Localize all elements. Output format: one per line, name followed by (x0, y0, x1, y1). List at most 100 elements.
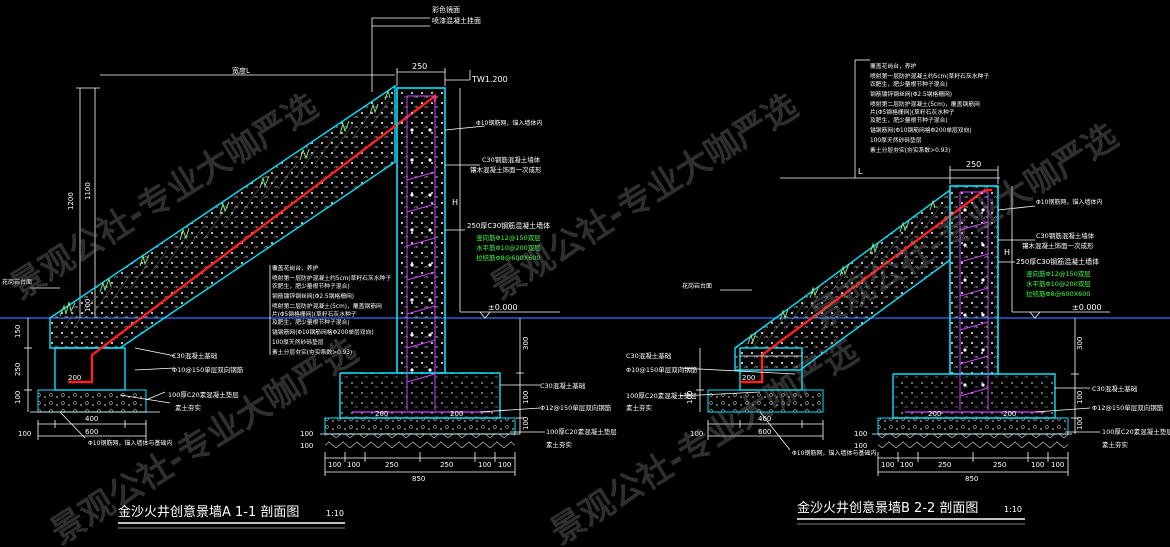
svg-text:100: 100 (300, 430, 313, 438)
svg-text:300: 300 (1076, 337, 1084, 350)
svg-text:100: 100 (686, 391, 694, 404)
svg-text:C30混凝土基础: C30混凝土基础 (1092, 384, 1138, 393)
right-c20-a: 100厚C20素混凝土垫层 (546, 427, 617, 436)
green-note-0: 250厚C30钢筋混凝土墙体 (467, 221, 550, 230)
svg-text:C30混凝土基础: C30混凝土基础 (626, 351, 672, 360)
svg-text:100: 100 (347, 461, 360, 469)
svg-text:100: 100 (18, 430, 31, 438)
svg-text:素土夯实: 素土夯实 (1102, 440, 1129, 449)
svg-text:竖向筋Φ12@150双层: 竖向筋Φ12@150双层 (1026, 269, 1091, 278)
svg-text:100: 100 (1076, 417, 1084, 430)
wall-b (949, 185, 999, 375)
right-rebar-a: Φ12@150单层双向钢筋 (540, 403, 612, 412)
svg-text:素土分层夯实(夯实系数>0.93): 素土分层夯实(夯实系数>0.93) (272, 348, 352, 356)
top-of-wall-label: TW1.200 (471, 75, 508, 84)
svg-text:钢筋镀锌钢丝网(Φ2.5钢格栅网): 钢筋镀锌钢丝网(Φ2.5钢格栅网) (870, 90, 952, 98)
svg-text:H: H (1004, 248, 1010, 257)
base-c20-a: 100厚C20素混凝土垫层 (168, 390, 239, 399)
svg-text:250: 250 (385, 461, 398, 469)
top-note-2: 喷漆混凝土挂面 (432, 16, 481, 25)
title-block-a: 金沙火井创意景墙A 1-1 剖面图 1:10 (118, 504, 345, 529)
right-soil-a: 素土夯实 (546, 440, 573, 449)
base-soil-a: 素土夯实 (175, 403, 202, 412)
right-c30-a: C30混凝土基础 (540, 381, 586, 390)
svg-text:300: 300 (522, 337, 530, 350)
bottom-dims-a: 100 100 250 250 100 100 850 (328, 461, 511, 483)
svg-text:镶木混凝土饰面一次成形: 镶木混凝土饰面一次成形 (1022, 241, 1094, 250)
svg-text:150: 150 (14, 325, 22, 338)
bottom-rebar-note-a: Φ10钢筋网，锚入墙体与基础内 (88, 439, 172, 447)
svg-text:素土夯实: 素土夯实 (626, 403, 653, 412)
slope-surface-label: 花岗岩台面 (2, 278, 32, 286)
elevation-000-b: ±0.000 (1072, 303, 1102, 312)
svg-text:850: 850 (412, 475, 425, 483)
svg-text:100: 100 (690, 430, 703, 438)
svg-text:Φ10@150单层双向钢筋: Φ10@150单层双向钢筋 (626, 365, 698, 374)
grass-b (747, 199, 936, 345)
svg-text:600: 600 (758, 428, 771, 436)
base-c30-a: C30混凝土基础 (172, 351, 218, 360)
svg-text:250: 250 (966, 160, 981, 169)
section-a: 彩色镜面 喷漆混凝土挂面 250 TW1.200 宽度L 1200 1100 1… (2, 5, 617, 529)
svg-text:400: 400 (85, 415, 98, 423)
c30-wall-note-1: C30钢筋混凝土墙体 (482, 155, 541, 164)
svg-text:素土分层夯实(夯实系数>0.93): 素土分层夯实(夯实系数>0.93) (870, 146, 950, 154)
footing-left-a-cushion (37, 389, 147, 413)
svg-text:250: 250 (938, 461, 951, 469)
svg-text:100: 100 (1051, 461, 1064, 469)
c30-wall-note-2: 镶木混凝土饰面一次成形 (470, 165, 542, 174)
svg-text:200: 200 (1003, 410, 1016, 418)
svg-text:Φ12@150单层双向钢筋: Φ12@150单层双向钢筋 (1092, 403, 1164, 412)
svg-text:及肥生，肥少量根节种子混合): 及肥生，肥少量根节种子混合) (272, 318, 350, 326)
svg-text:喷射第一层防护混凝土约5cm(草籽石灰水种子: 喷射第一层防护混凝土约5cm(草籽石灰水种子 (272, 274, 391, 282)
svg-text:锚钢筋网(Φ10钢筋网格Φ200单层双向): 锚钢筋网(Φ10钢筋网格Φ200单层双向) (870, 126, 972, 134)
green-note-1: 竖向筋Φ12@150双层 (476, 233, 541, 242)
layer-notes-a: 覆盖花岗台，养护 喷射第一层防护混凝土约5cm(草籽石灰水种子 农肥生，肥少量根… (272, 264, 391, 356)
grass-a (59, 89, 391, 317)
svg-text:100: 100 (522, 417, 530, 430)
svg-text:100厚C20素混凝土垫层: 100厚C20素混凝土垫层 (626, 391, 697, 400)
bottom-rebar-note-b: Φ10钢筋网，锚入墙体与基础内 (792, 449, 876, 457)
svg-text:花岗岩台面: 花岗岩台面 (682, 282, 712, 290)
svg-text:200: 200 (928, 410, 941, 418)
section-b: 覆盖花岗台，养护 喷射第一层防护混凝土约5cm(草籽石灰水种子 农肥生，肥少量根… (626, 59, 1170, 525)
svg-text:250: 250 (993, 461, 1006, 469)
svg-text:覆盖花岗台，养护: 覆盖花岗台，养护 (272, 264, 319, 272)
phi10-top-note: Φ10钢筋网，锚入墙体内 (476, 119, 542, 127)
svg-text:250: 250 (440, 461, 453, 469)
svg-text:水平筋Φ10@200双层: 水平筋Φ10@200双层 (1026, 279, 1091, 288)
section-a-title: 金沙火井创意景墙A 1-1 剖面图 (118, 504, 299, 520)
wall-a (396, 87, 446, 374)
svg-text:200: 200 (450, 410, 463, 418)
svg-text:农肥生，肥少量根节种子混合): 农肥生，肥少量根节种子混合) (272, 282, 350, 290)
svg-text:100: 100 (498, 461, 511, 469)
dim-1100: 1100 (84, 182, 92, 200)
height-h-label: H (452, 198, 458, 207)
label-l: L (858, 167, 863, 176)
green-note-2: 水平筋Φ10@200双层 (476, 243, 541, 252)
footing-left-a (54, 347, 126, 391)
slope-width-label: 宽度L (232, 66, 250, 75)
svg-text:100厚天然砂砾垫层: 100厚天然砂砾垫层 (870, 136, 922, 144)
dim-1200: 1200 (67, 192, 75, 210)
svg-text:400: 400 (758, 415, 771, 423)
svg-text:100: 100 (900, 461, 913, 469)
svg-text:200: 200 (375, 410, 388, 418)
bottom-dims-b: 100 100 250 250 100 100 850 (881, 461, 1064, 483)
svg-text:850: 850 (965, 475, 978, 483)
svg-text:C30钢筋混凝土墙体: C30钢筋混凝土墙体 (1036, 231, 1095, 240)
svg-text:锚钢筋网(Φ10钢筋网格Φ200单层双向): 锚钢筋网(Φ10钢筋网格Φ200单层双向) (272, 328, 374, 336)
svg-text:100厚天然砂砾垫层: 100厚天然砂砾垫层 (272, 338, 324, 346)
svg-text:喷射第二层防护混凝土(5cm)，覆盖钢筋网: 喷射第二层防护混凝土(5cm)，覆盖钢筋网 (870, 100, 980, 108)
stirrups-a (406, 171, 436, 383)
svg-text:片(Φ5钢格栅网)(草籽石灰水种子: 片(Φ5钢格栅网)(草籽石灰水种子 (272, 310, 357, 318)
svg-text:100: 100 (300, 442, 313, 450)
svg-text:100: 100 (14, 391, 22, 404)
green-note-3: 拉结筋Φ8@600X600 (476, 253, 541, 262)
svg-text:100: 100 (854, 442, 867, 450)
dim-100: 100 (84, 299, 92, 312)
svg-text:钢筋镀锌钢丝网(Φ2.5钢格栅网): 钢筋镀锌钢丝网(Φ2.5钢格栅网) (272, 292, 354, 300)
section-b-title: 金沙火井创意景墙B 2-2 剖面图 (797, 500, 978, 516)
